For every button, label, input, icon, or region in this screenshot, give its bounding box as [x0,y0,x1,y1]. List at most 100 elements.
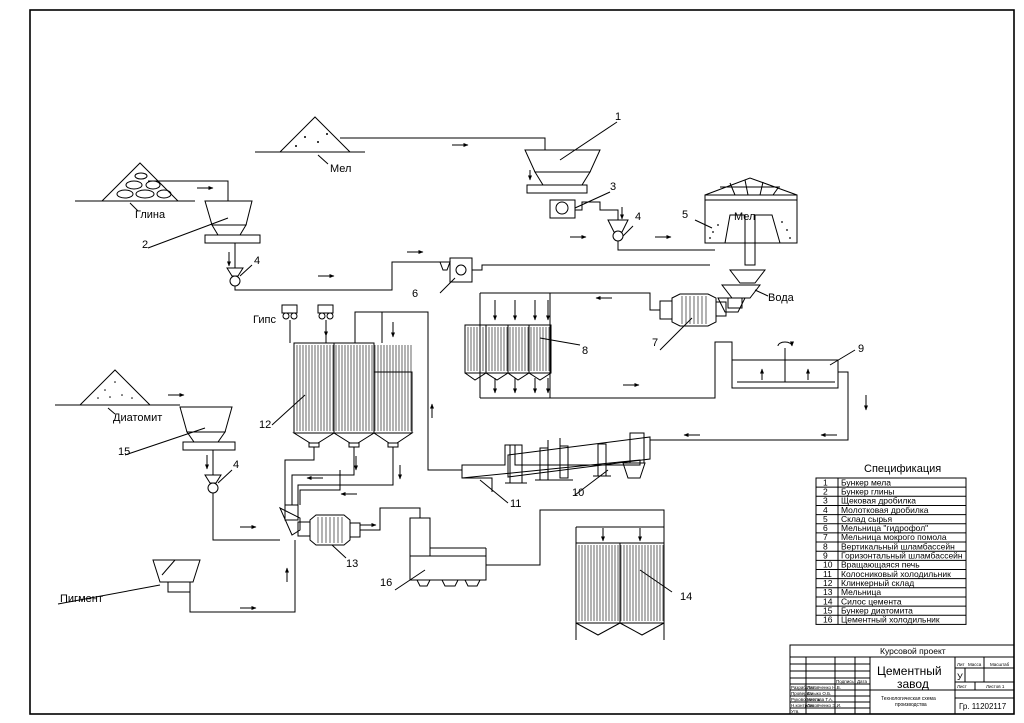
spec-row-number: 16 [823,615,833,625]
pos-2: 2 [142,239,148,251]
pigment-hopper [57,559,201,605]
spec-row-name: Щековая дробилка [841,496,916,506]
stamp-date-header: Дата [857,679,867,684]
pos-15: 15 [118,446,130,458]
rotary-kiln [461,432,651,496]
pos-12: 12 [259,419,271,431]
spec-row-number: 12 [823,578,833,588]
pos-14: 14 [680,591,692,603]
stamp-project: Курсовой проект [880,646,946,656]
wet-grinding-mill [659,293,727,351]
spec-row-number: 15 [823,605,833,615]
stamp-sheets: Листов 1 [986,684,1005,689]
spec-row-number: 14 [823,596,833,606]
spec-row-number: 9 [823,551,828,561]
pos-8: 8 [582,345,588,357]
stamp-group: Гр. 11202117 [959,702,1007,711]
jaw-crusher [549,191,611,219]
spec-row-number: 1 [823,477,828,487]
spec-row-number: 2 [823,486,828,496]
mixing-funnel [717,269,769,313]
label-chalk-top: Мел [330,163,351,175]
spec-row-name: Горизонтальный шламбассейн [841,551,963,561]
stamp-name-1: Литовченко Н.В. [807,685,841,690]
horizontal-slurry-basin [731,341,856,389]
spec-row-name: Бункер мела [841,477,891,487]
drawing-frame [29,9,1015,715]
spec-row-name: Мельница "гидрофол" [841,523,928,533]
stamp-title-2: завод [897,677,929,691]
label-water: Вода [768,292,795,304]
title-block [789,644,1015,715]
stamp-role-5: Утв. [791,709,800,714]
chalk-pile [255,116,365,165]
pos-1: 1 [615,111,621,123]
spec-row-name: Цементный холодильник [841,615,940,625]
label-diatomite: Диатомит [113,412,162,424]
spec-row-name: Молотковая дробилка [841,505,929,515]
clinker-silos [271,304,414,448]
spec-row-name: Вращающаяся печь [841,560,920,570]
stamp-subtitle-1: Технологическая схема [881,696,936,702]
spec-row-number: 3 [823,496,828,506]
spec-title: Спецификация [864,463,941,475]
hydrofol-mill [439,257,473,294]
stamp-title-1: Цементный [877,664,942,678]
direction-arrows [168,143,868,610]
spec-row-name: Мельница мокрого помола [841,532,947,542]
diatomite-bunker [124,406,236,456]
pos-9: 9 [858,343,864,355]
position-numbers: 1 2 3 4 5 4 6 7 8 9 10 11 12 13 14 15 4 … [118,111,864,603]
pos-4c: 4 [233,459,239,471]
stamp-name-3: Чистова Т.А. [807,697,833,702]
hammer-crusher-clay [226,264,253,287]
basin-arrows [493,300,550,394]
spec-row-number: 7 [823,532,828,542]
stamp-name-2: Смыко О.Б. [807,691,831,696]
label-chalk-store: Мел [734,211,755,223]
diatomite-pile [55,369,180,415]
label-clay: Глина [135,209,166,221]
pos-4a: 4 [635,211,641,223]
pos-13: 13 [346,558,358,570]
spec-row-number: 5 [823,514,828,524]
grate-cooler [461,465,509,504]
label-gypsum: Гипс [253,314,276,326]
stamp-role-1: Разработал [791,685,816,690]
spec-row-number: 6 [823,523,828,533]
clay-pile [75,162,195,212]
cement-mill [278,504,361,559]
spec-row-name: Колосниковый холодильник [841,569,951,579]
spec-row-name: Бункер диатомита [841,605,913,615]
vertical-slurry-basins [464,292,581,399]
spec-row-number: 10 [823,560,833,570]
spec-row-number: 4 [823,505,828,515]
stamp-lit-value: У [957,672,963,682]
stamp-lit-header: Лит [957,662,965,667]
clay-bunker [147,200,261,249]
flow-lines [148,137,849,613]
pos-6: 6 [412,288,418,300]
chalk-bunker [524,121,618,194]
spec-row-number: 11 [823,569,832,579]
label-pigment: Пигмент [60,593,103,605]
stamp-role-4: Н.контроль [791,703,815,708]
pos-16: 16 [380,577,392,589]
stamp-scale-header: Масштаб [990,662,1010,667]
stamp-sheet: Лист [957,684,967,689]
stamp-role-2: Проверил [791,691,812,696]
spec-row-name: Вертикальный шламбассейн [841,541,955,551]
spec-row-number: 13 [823,587,833,597]
pos-7: 7 [652,337,658,349]
spec-row-name: Силос цемента [841,596,902,606]
hammer-crusher-top [607,219,634,242]
pos-5: 5 [682,209,688,221]
spec-row-name: Склад сырья [841,514,892,524]
cement-silos [575,526,673,640]
stamp-role-3: Руководитель [791,697,821,702]
pos-10: 10 [572,487,584,499]
stamp-subtitle-2: производства [895,702,927,708]
pos-3: 3 [610,181,616,193]
